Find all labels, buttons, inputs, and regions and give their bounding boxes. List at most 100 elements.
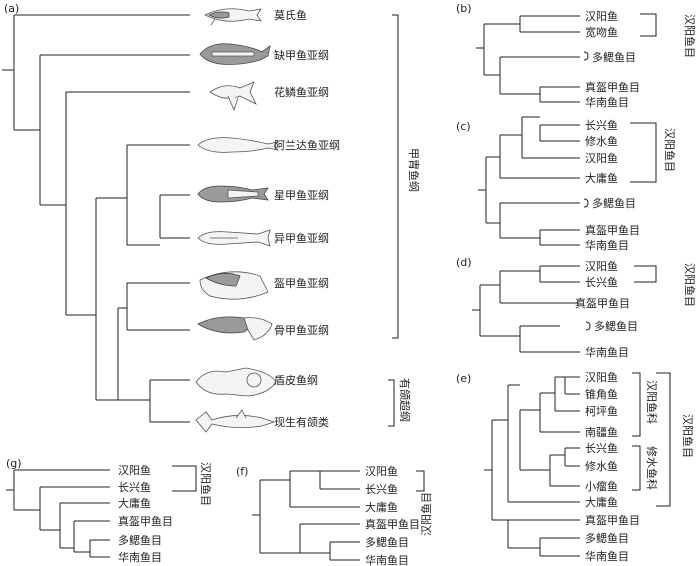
panel-e-subgroup-2: 修水鱼科	[645, 446, 659, 490]
arandaspid-fish-icon	[197, 137, 280, 153]
panel-d-tree	[472, 265, 580, 353]
panel-g-taxon-4: 多鳃鱼目	[118, 533, 162, 547]
panel-c-brace	[583, 198, 589, 208]
panel-c-taxon-0: 长兴鱼	[585, 118, 618, 132]
panel-a-label: (a)	[4, 2, 19, 15]
heterostracan-fish-icon	[197, 229, 271, 247]
panel-f-bracket	[416, 470, 425, 492]
panel-d-brace	[585, 321, 591, 331]
panel-f-label: (f)	[236, 465, 248, 478]
panel-e-taxon-7: 大庸鱼	[585, 495, 618, 509]
panel-g-tree	[6, 469, 110, 558]
panel-f-group: 汉阳鱼目	[419, 492, 433, 536]
panel-a-taxon-2: 花鳞鱼亚纲	[274, 85, 329, 99]
panel-e-taxon-2: 柯坪鱼	[585, 404, 618, 418]
panel-f: (f) 汉阳鱼 长兴鱼 大庸鱼 真盔甲鱼目 多鳃鱼目 华南鱼目 汉阳鱼目	[236, 464, 433, 566]
panel-b: (b) 汉阳鱼 宽吻鱼 多鳃鱼目 真盔甲鱼目 华南鱼目 汉阳鱼目	[456, 2, 697, 109]
panel-c-taxon-4: 多鳃鱼目	[592, 196, 636, 210]
panel-a-taxon-8: 盾皮鱼纲	[274, 373, 318, 387]
panel-d-bracket	[634, 265, 657, 283]
panel-e: (e)	[456, 370, 695, 563]
panel-f-taxon-5: 华南鱼目	[365, 553, 409, 566]
panel-g-group: 汉阳鱼目	[199, 462, 213, 506]
panel-g-taxon-1: 长兴鱼	[118, 480, 151, 494]
panel-e-taxon-10: 华南鱼目	[585, 549, 629, 563]
panel-e-taxon-4: 长兴鱼	[585, 441, 618, 455]
panel-e-bracket	[656, 372, 671, 507]
panel-d-taxon-0: 汉阳鱼	[585, 259, 618, 273]
panel-b-bracket	[640, 13, 657, 37]
galeaspid-fish-icon	[204, 8, 262, 26]
panel-b-taxon-0: 汉阳鱼	[585, 9, 618, 23]
panel-g-bracket	[172, 465, 197, 492]
panel-f-taxon-0: 汉阳鱼	[365, 464, 398, 478]
panel-c-tree	[478, 116, 580, 246]
panel-e-tree	[484, 376, 580, 557]
panel-b-group: 汉阳鱼目	[683, 14, 697, 58]
panel-b-taxon-2: 多鳃鱼目	[592, 50, 636, 64]
panel-e-taxon-5: 修水鱼	[585, 459, 618, 473]
panel-b-label: (b)	[456, 2, 472, 15]
panel-a-group-main: 甲胄鱼纲	[407, 148, 421, 192]
panel-d-taxon-2: 真盔甲鱼目	[575, 296, 630, 310]
panel-d-group: 汉阳鱼目	[683, 263, 697, 307]
panel-c-group: 汉阳鱼目	[663, 128, 677, 172]
panel-a-taxon-5: 异甲鱼亚纲	[274, 231, 329, 245]
panel-c-label: (c)	[456, 120, 471, 133]
panel-e-taxon-8: 真盔甲鱼目	[585, 513, 640, 527]
panel-d-label: (d)	[456, 256, 472, 269]
panel-c: (c) 长兴鱼 修水鱼 汉阳鱼 大庸鱼 多鳃鱼目 真盔甲	[456, 116, 677, 252]
panel-a-tree	[2, 14, 190, 423]
panel-a-taxon-1: 缺甲鱼亚纲	[274, 48, 329, 62]
panel-g-taxon-0: 汉阳鱼	[118, 463, 151, 477]
panel-c-taxon-6: 华南鱼目	[585, 238, 629, 252]
panel-b-brace	[583, 51, 589, 61]
panel-b-tree	[476, 15, 580, 103]
panel-f-taxon-1: 长兴鱼	[365, 482, 398, 496]
panel-e-taxon-3: 南疆鱼	[585, 425, 618, 439]
astraspid-fish-icon	[197, 185, 269, 203]
panel-g-taxon-2: 大庸鱼	[118, 496, 151, 510]
panel-c-bracket	[630, 122, 657, 183]
panel-c-taxon-5: 真盔甲鱼目	[585, 223, 640, 237]
panel-d-taxon-1: 长兴鱼	[585, 275, 618, 289]
panel-d: (d) 汉阳鱼 长兴鱼 真盔甲鱼目 多鳃鱼目 华南鱼目 汉阳鱼目	[456, 256, 697, 359]
panel-a-taxon-9: 现生有颌类	[274, 415, 329, 429]
panel-a-taxon-3: 阿兰达鱼亚纲	[274, 138, 340, 152]
panel-e-subbracket-1	[632, 372, 641, 437]
panel-g: (g) 汉阳鱼 长兴鱼 大庸鱼 真盔甲鱼目 多鳃鱼目 华南鱼目 汉阳鱼目	[6, 457, 213, 564]
panel-c-taxon-3: 大庸鱼	[585, 171, 618, 185]
panel-g-taxon-3: 真盔甲鱼目	[118, 514, 173, 528]
panel-e-taxon-0: 汉阳鱼	[585, 370, 618, 384]
panel-f-taxon-3: 真盔甲鱼目	[365, 517, 420, 531]
panel-f-taxon-4: 多鳃鱼目	[365, 535, 409, 549]
panel-a-taxon-6: 盔甲鱼亚纲	[274, 276, 329, 290]
panel-g-taxon-5: 华南鱼目	[118, 550, 162, 564]
panel-f-taxon-2: 大庸鱼	[365, 500, 398, 514]
anaspid-fish-icon	[199, 43, 271, 65]
panel-a-taxon-7: 骨甲鱼亚纲	[274, 323, 329, 337]
panel-g-label: (g)	[6, 457, 22, 470]
thelodont-fish-icon	[209, 81, 257, 112]
shark-icon	[195, 409, 276, 433]
panel-f-tree	[252, 470, 360, 561]
galeaspid-head-icon	[199, 271, 269, 300]
osteostracan-fish-icon	[197, 316, 273, 341]
placoderm-fish-icon	[195, 367, 277, 397]
panel-a-sub-bracket	[388, 379, 395, 427]
panel-e-subgroup-1: 汉阳鱼科	[645, 380, 659, 424]
panel-a-main-bracket	[392, 14, 399, 339]
panel-e-subbracket-2	[632, 445, 641, 491]
panel-c-taxon-1: 修水鱼	[585, 134, 618, 148]
panel-d-taxon-3: 多鳃鱼目	[594, 319, 638, 333]
panel-b-taxon-3: 真盔甲鱼目	[585, 80, 640, 94]
panel-e-taxon-9: 多鳃鱼目	[585, 531, 629, 545]
panel-a: (a)	[2, 2, 421, 433]
panel-e-taxon-6: 小瘤鱼	[585, 479, 618, 493]
panel-a-group-sub: 有颌超纲	[398, 378, 412, 422]
panel-a-taxon-4: 星甲鱼亚纲	[274, 188, 329, 202]
panel-b-taxon-4: 华南鱼目	[585, 95, 629, 109]
panel-e-label: (e)	[456, 372, 471, 385]
panel-d-taxon-4: 华南鱼目	[585, 345, 629, 359]
